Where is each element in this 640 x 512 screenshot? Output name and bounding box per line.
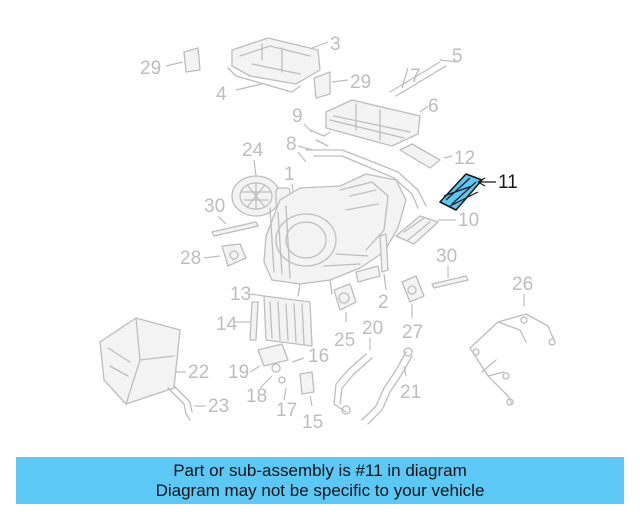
callout-30b: 30: [436, 246, 457, 267]
part-20-21-hoses: 20 21: [333, 318, 421, 425]
callout-22: 22: [188, 362, 209, 383]
part-2-sensors: 2: [355, 233, 389, 313]
callout-21: 21: [400, 382, 421, 403]
callout-14: 14: [216, 314, 238, 335]
callout-27: 27: [402, 322, 423, 343]
callout-20: 20: [362, 318, 383, 339]
callout-7: 7: [410, 66, 421, 87]
part-19-expansion-valve: 19 16 18 17 15: [228, 343, 329, 433]
callout-29b: 29: [350, 72, 371, 93]
part-11-cabin-filter[interactable]: 11: [439, 172, 518, 211]
caption-line-1: Part or sub-assembly is #11 in diagram: [173, 460, 467, 480]
callout-23: 23: [208, 396, 229, 417]
part-10-duct: 10: [395, 210, 479, 245]
callout-26: 26: [512, 274, 533, 295]
callout-9: 9: [292, 106, 303, 127]
callout-29: 29: [140, 58, 161, 79]
part-24-blower-motor: 24: [231, 140, 291, 217]
callout-8: 8: [286, 134, 297, 155]
callout-4: 4: [216, 84, 227, 105]
callout-30: 30: [204, 196, 225, 217]
callout-3: 3: [330, 34, 341, 55]
callout-16: 16: [308, 346, 329, 367]
part-9-8-sensors: 9 8: [286, 106, 427, 209]
callout-12: 12: [454, 148, 475, 169]
part-25-motor: 25: [333, 283, 357, 351]
callout-15: 15: [302, 412, 323, 433]
part-26-harness: 26: [469, 274, 556, 406]
part-22-lower-housing: 22: [99, 317, 209, 405]
callout-6: 6: [428, 96, 439, 117]
callout-10: 10: [458, 210, 479, 231]
part-28-actuator: 28: [180, 243, 247, 269]
callout-25: 25: [334, 330, 355, 351]
callout-18: 18: [246, 386, 267, 407]
callout-19: 19: [228, 362, 249, 383]
callout-28: 28: [180, 248, 201, 269]
caption-banner: Part or sub-assembly is #11 in diagram D…: [16, 457, 624, 504]
callout-2: 2: [378, 292, 389, 313]
part-6-heater-core: 5 7 6: [325, 46, 463, 147]
part-13-evaporator: 13 14: [216, 284, 313, 347]
callout-17: 17: [276, 400, 297, 421]
part-27-bracket: 27: [401, 275, 425, 343]
part-30-strip-right: 30: [431, 246, 469, 289]
part-29-clip: 29: [140, 47, 201, 79]
part-3-housing: 3 4: [216, 34, 341, 105]
callout-11: 11: [498, 172, 518, 193]
callout-13: 13: [230, 284, 251, 305]
part-29-bracket: 29: [313, 71, 371, 99]
callout-24: 24: [242, 140, 264, 161]
part-12-seal: 12: [399, 143, 475, 169]
parts-diagram: 29 3 4 29 5 7 6 9 8: [99, 34, 556, 433]
callout-5: 5: [452, 46, 463, 67]
caption-line-2: Diagram may not be specific to your vehi…: [155, 480, 485, 500]
callout-1: 1: [284, 164, 295, 185]
part-30-strip-left: 30: [204, 196, 259, 237]
part-23-drain: 23: [167, 385, 229, 421]
